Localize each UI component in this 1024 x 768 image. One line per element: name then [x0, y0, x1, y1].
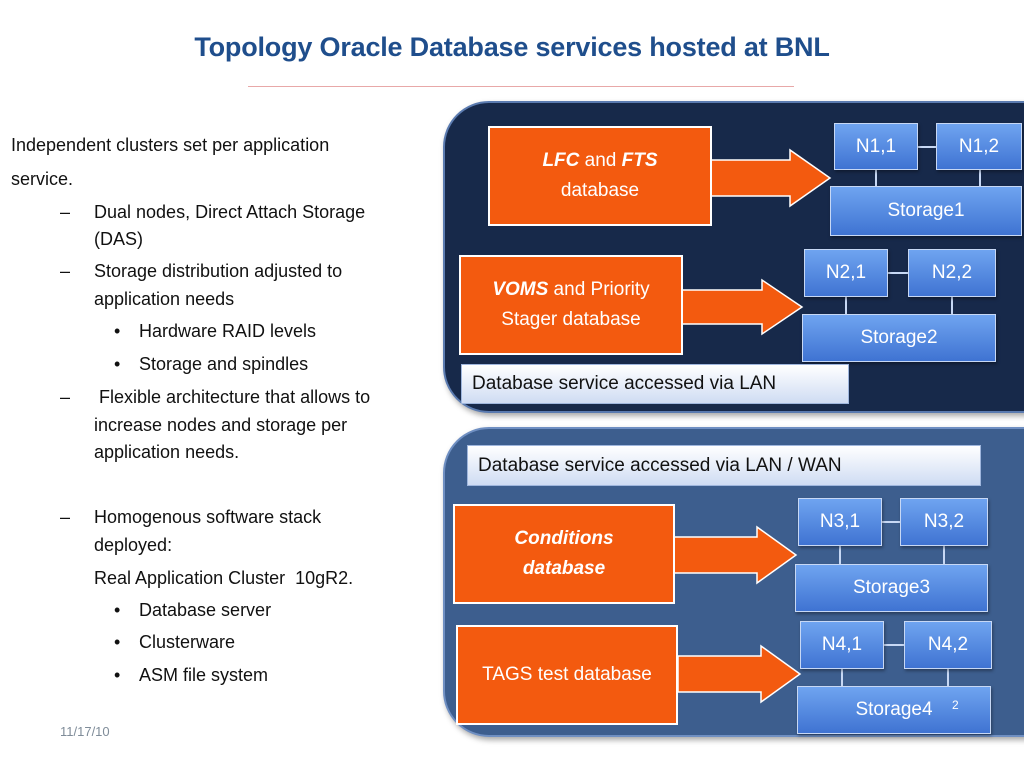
arrow-icon	[709, 148, 832, 208]
storage-2: Storage2	[802, 314, 996, 362]
conditions-database-label: database	[522, 558, 606, 579]
lan-wan-access-label: Database service accessed via LAN / WAN	[467, 445, 981, 486]
storage-dist-line-1: Storage distribution adjusted to	[94, 261, 343, 281]
das-line-1: Dual nodes, Direct Attach Storage	[94, 202, 366, 222]
lan-access-label: Database service accessed via LAN	[461, 364, 849, 404]
voms-label: VOMS	[492, 279, 549, 300]
tags-database-box: TAGS test database	[456, 625, 678, 725]
db-server-item: Database server	[139, 600, 272, 620]
lfc-and-label: and	[579, 150, 622, 171]
voms-database-box: VOMS and Priority Stager database	[459, 255, 683, 355]
page-title: Topology Oracle Database services hosted…	[194, 32, 830, 62]
dot-marker: •	[114, 632, 121, 652]
node-n1-1: N1,1	[834, 123, 918, 170]
dash-marker: –	[60, 202, 71, 222]
lfc-label: LFC	[542, 150, 580, 171]
dot-marker: •	[114, 665, 121, 685]
clusterware-item: Clusterware	[139, 632, 236, 652]
page-number: 2	[952, 698, 959, 712]
rac-line: Real Application Cluster 10gR2.	[94, 568, 354, 588]
dash-marker: –	[60, 387, 71, 407]
das-line-2: (DAS)	[94, 229, 143, 249]
title-underline	[248, 86, 794, 87]
intro-line-1: Independent clusters set per application	[11, 135, 330, 155]
arrow-icon	[681, 278, 804, 336]
dash-marker: –	[60, 507, 71, 527]
lfc-fts-line: LFC and FTS	[542, 146, 657, 176]
node-n3-2: N3,2	[900, 498, 988, 546]
voms-priority-label: and Priority	[548, 279, 650, 300]
arrow-icon	[673, 525, 798, 585]
arrow-icon	[677, 644, 802, 704]
lfc-fts-database-box: LFC and FTS database	[488, 126, 712, 226]
dot-marker: •	[114, 321, 121, 341]
voms-stager-label: Stager database	[501, 309, 641, 330]
spindles-item: Storage and spindles	[139, 354, 309, 374]
fts-label: FTS	[621, 150, 658, 171]
storage-4: Storage4	[797, 686, 991, 734]
homog-line-2: deployed:	[94, 535, 173, 555]
footer-date: 11/17/10	[60, 724, 110, 739]
conditions-label: Conditions	[514, 528, 614, 549]
dot-marker: •	[114, 354, 121, 374]
node-n3-1: N3,1	[798, 498, 882, 546]
lfc-database-label: database	[560, 180, 640, 201]
flex-line-1: Flexible architecture that allows to	[94, 387, 371, 407]
node-n1-2: N1,2	[936, 123, 1022, 170]
voms-line: VOMS and Priority	[492, 275, 649, 305]
homog-line-1: Homogenous software stack	[94, 507, 322, 527]
intro-line-2: service.	[11, 169, 74, 189]
raid-item: Hardware RAID levels	[139, 321, 317, 341]
node-n2-2: N2,2	[908, 249, 996, 297]
flex-line-3: application needs.	[94, 442, 240, 462]
flex-line-2: increase nodes and storage per	[94, 415, 348, 435]
node-n4-2: N4,2	[904, 621, 992, 669]
storage-3: Storage3	[795, 564, 988, 612]
conditions-database-box: Conditions database	[453, 504, 675, 604]
storage-1: Storage1	[830, 186, 1022, 236]
node-n2-1: N2,1	[804, 249, 888, 297]
asm-item: ASM file system	[139, 665, 269, 685]
node-n4-1: N4,1	[800, 621, 884, 669]
dot-marker: •	[114, 600, 121, 620]
storage-dist-line-2: application needs	[94, 289, 235, 309]
dash-marker: –	[60, 261, 71, 281]
